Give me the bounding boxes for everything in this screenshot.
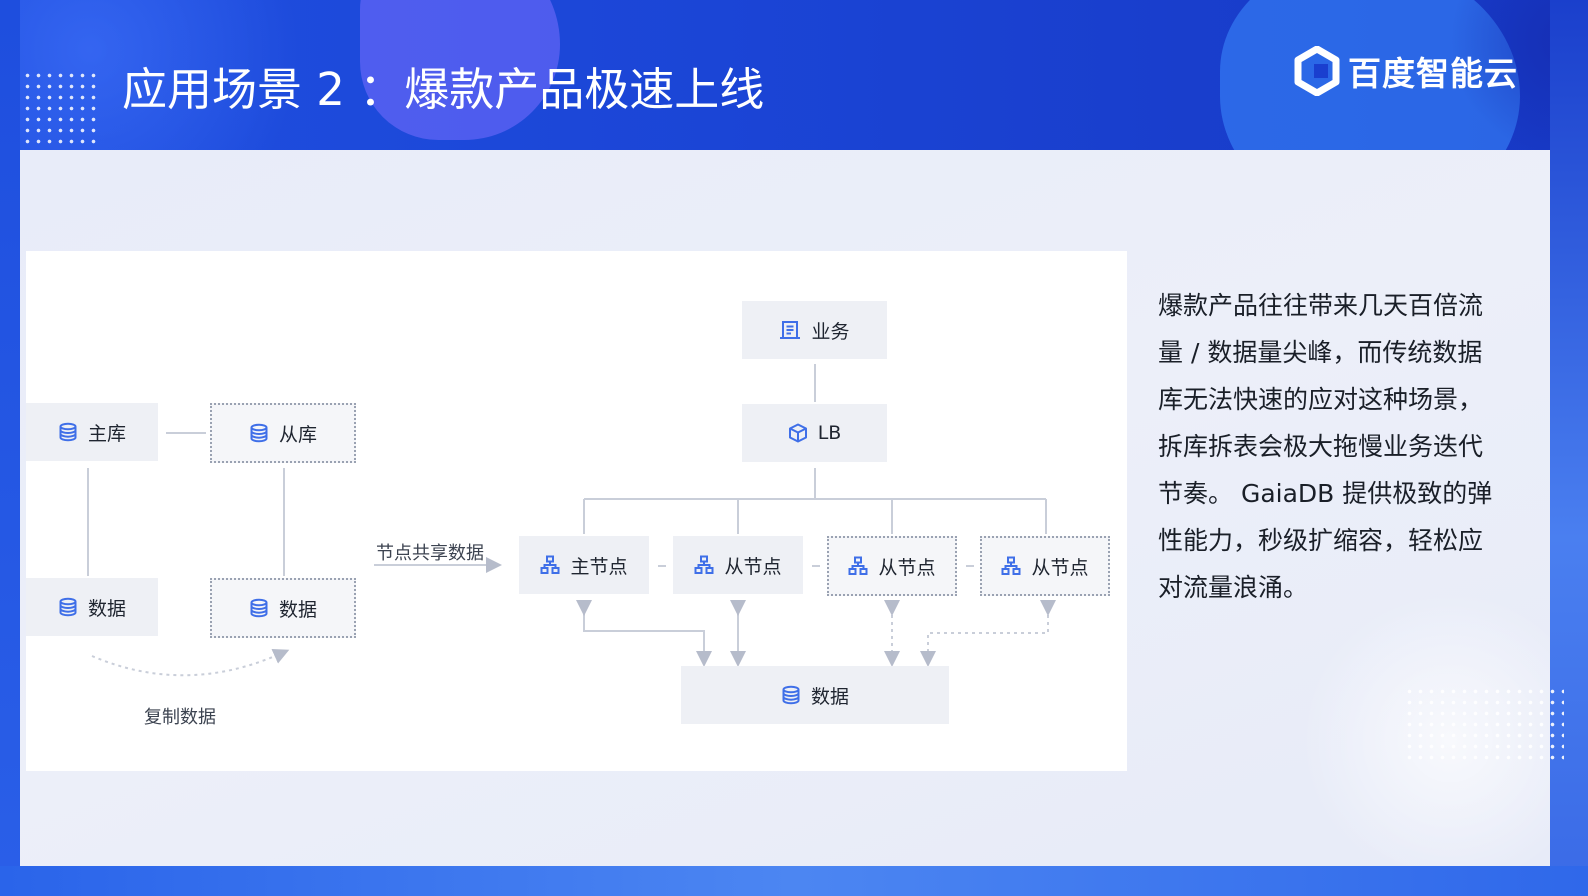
description-line: 爆款产品往往带来几天百倍流: [1158, 291, 1484, 320]
brand-logo: 百度智能云: [1294, 44, 1518, 98]
slave-data-node: 数据: [210, 578, 356, 638]
database-icon: [250, 423, 268, 443]
shared-data-node: 数据: [681, 666, 949, 724]
node-label: 主节点: [570, 555, 628, 578]
business-node: 业务: [742, 301, 887, 359]
dot-grid-decor: [1404, 686, 1564, 766]
description-line: 量 / 数据量尖峰，而传统数据: [1158, 338, 1483, 367]
database-icon: [250, 598, 268, 618]
node-label: 数据: [810, 685, 849, 708]
header-decor-blob: [360, 0, 560, 140]
frame-left-edge: [0, 0, 20, 896]
description-line: 库无法快速的应对这种场景，: [1158, 385, 1484, 414]
frame-bottom-edge: [0, 866, 1588, 896]
slave-db-node: 从库: [210, 403, 356, 463]
cluster-node-icon: [1001, 556, 1021, 575]
copy-data-label: 复制数据: [144, 707, 216, 728]
slave-node: 从节点: [827, 536, 957, 596]
node-label: LB: [817, 422, 842, 444]
architecture-diagram: 主库 从库 数据 数据 复制数据 节点共享数据 业务 LB 主节点: [26, 251, 1127, 771]
node-label: 业务: [811, 320, 850, 343]
node-label: 主库: [87, 422, 126, 445]
dot-grid-decor: [22, 70, 98, 144]
lb-node: LB: [742, 404, 887, 462]
node-label: 数据: [278, 598, 317, 621]
brand-logo-text: 百度智能云: [1348, 54, 1518, 93]
description-line: 对流量浪涌。: [1158, 573, 1309, 602]
slave-node: 从节点: [980, 536, 1110, 596]
description-line: 性能力，秒级扩缩容，轻松应: [1158, 526, 1484, 555]
database-icon: [59, 422, 77, 442]
description-line: 拆库拆表会极大拖慢业务迭代: [1158, 432, 1484, 461]
master-data-node: 数据: [26, 578, 158, 636]
slave-node: 从节点: [673, 536, 803, 594]
description-text: 爆款产品往往带来几天百倍流 量 / 数据量尖峰，而传统数据 库无法快速的应对这种…: [1158, 282, 1514, 611]
business-document-icon: [780, 321, 801, 339]
database-icon: [782, 685, 800, 705]
share-data-label: 节点共享数据: [376, 543, 484, 564]
header-banner: 应用场景 2 ：爆款产品极速上线 百度智能云: [0, 0, 1588, 150]
cluster-node-icon: [540, 555, 560, 574]
cluster-node-icon: [848, 556, 868, 575]
baidu-cloud-hexagon-icon: [1294, 46, 1340, 96]
description-line: 节奏。 GaiaDB 提供极致的弹: [1158, 479, 1493, 508]
cube-icon: [788, 423, 807, 443]
diagram-connectors: [87, 364, 1056, 677]
cluster-node-icon: [694, 555, 714, 574]
node-label: 数据: [87, 597, 126, 620]
node-label: 从节点: [724, 555, 782, 578]
node-label: 从节点: [1031, 556, 1089, 579]
node-label: 从节点: [878, 556, 936, 579]
database-icon: [59, 597, 77, 617]
master-db-node: 主库: [26, 403, 158, 461]
slide-title: 应用场景 2 ：爆款产品极速上线: [122, 63, 765, 116]
node-label: 从库: [278, 423, 317, 446]
master-node: 主节点: [519, 536, 649, 594]
